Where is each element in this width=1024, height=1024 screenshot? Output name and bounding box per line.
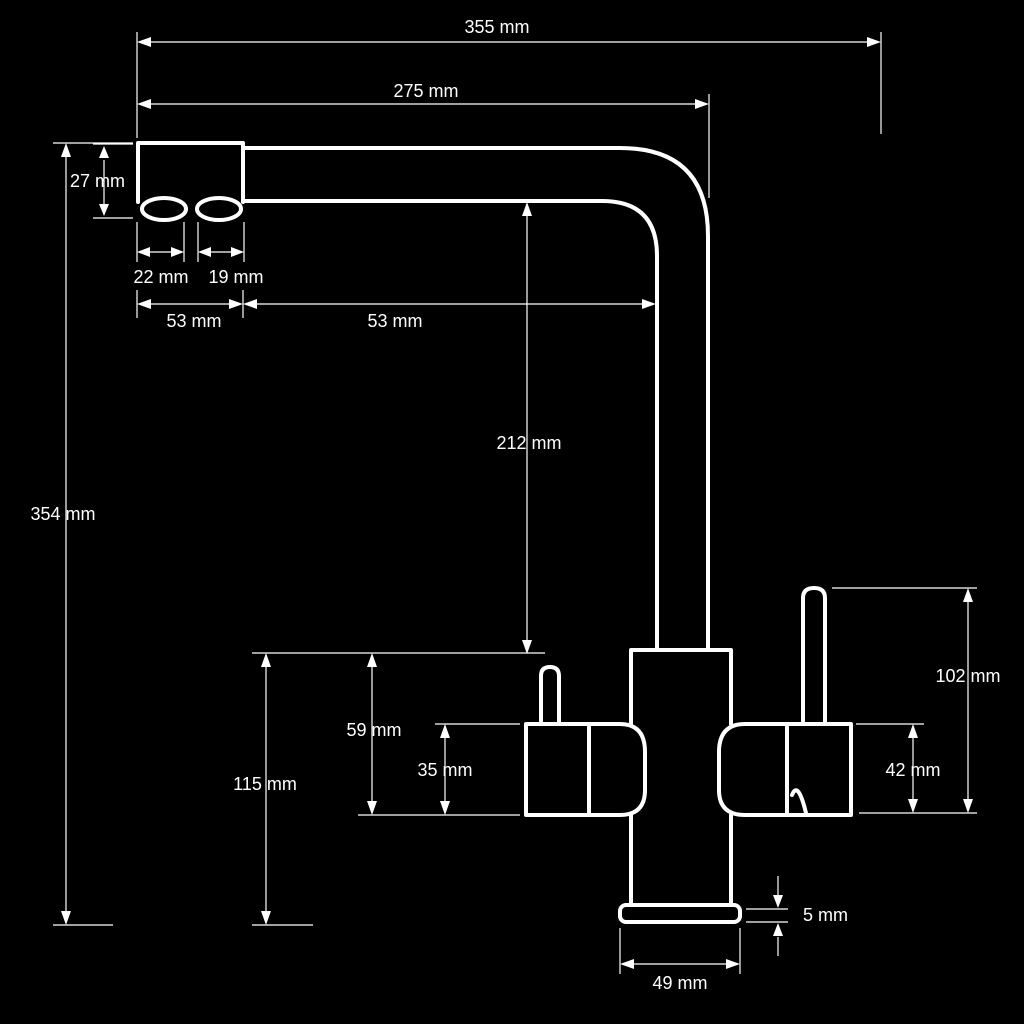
label-outlet-block-width: 53 mm [166,311,221,331]
label-base-diameter: 49 mm [652,973,707,993]
left-handle [524,722,647,817]
label-overall-height: 354 mm [30,504,95,524]
label-outlet-left-diameter: 22 mm [133,267,188,287]
right-handle [717,722,853,817]
label-spout-reach: 275 mm [393,81,458,101]
dim-spout-clearance: 212 mm [496,202,562,654]
dim-outlet-offsets: 53 mm 53 mm [136,290,656,331]
right-handle-spout [790,788,808,815]
outlet-head [136,141,245,204]
spout-outer [241,146,710,650]
faucet-outline [136,141,853,924]
label-outlet-height: 27 mm [70,171,125,191]
right-lever [801,586,827,726]
label-handle-height-right: 42 mm [885,760,940,780]
dim-overall-width: 355 mm [136,17,882,138]
dim-right-side: 102 mm 42 mm [832,587,1001,814]
outlet-left [140,196,188,222]
label-spout-clearance: 212 mm [496,433,561,453]
label-overall-width: 355 mm [464,17,529,37]
label-outlet-right-diameter: 19 mm [208,267,263,287]
dim-left-side: 115 mm 59 mm 35 mm [233,652,545,926]
label-lever-top-right: 102 mm [935,666,1000,686]
outlet-right [195,196,243,222]
spout-inner [241,199,659,650]
label-base-thickness: 5 mm [803,905,848,925]
dim-overall-height: 354 mm [30,142,133,926]
dim-spout-reach: 275 mm [137,81,710,198]
label-outlet-to-column: 53 mm [367,311,422,331]
base-plate [618,903,742,924]
label-handle-height-left: 35 mm [417,760,472,780]
dim-base-thickness: 5 mm [746,876,848,956]
body-column [629,648,733,907]
label-lever-top-left: 59 mm [346,720,401,740]
label-body-height: 115 mm [233,774,297,794]
dim-base-diameter: 49 mm [619,928,741,993]
dim-outlet-height: 27 mm [70,143,133,219]
dim-outlet-diameters: 22 mm 19 mm [133,222,264,287]
left-lever [539,665,561,726]
